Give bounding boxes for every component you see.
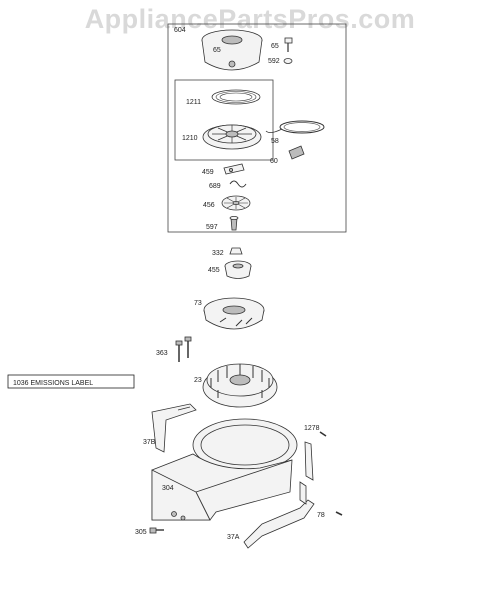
rewind-spring[interactable]	[211, 89, 261, 105]
callout-363: 363	[156, 350, 168, 357]
housing-bolt[interactable]	[149, 527, 164, 534]
callout-58: 58	[271, 138, 279, 145]
callout-604: 604	[174, 27, 186, 34]
callout-65-housing: 65	[213, 47, 221, 54]
callout-37b: 37B	[143, 439, 156, 446]
callout-456: 456	[203, 202, 215, 209]
emissions-label-text: 1036 EMISSIONS LABEL	[13, 380, 93, 387]
callout-1278: 1278	[304, 425, 320, 432]
callout-65-screw: 65	[271, 43, 279, 50]
callout-592: 592	[268, 58, 280, 65]
washer[interactable]	[283, 58, 293, 64]
baffle-37b[interactable]	[151, 403, 197, 453]
callout-332: 332	[212, 250, 224, 257]
callout-60: 60	[270, 158, 278, 165]
pawl-spring[interactable]	[229, 180, 247, 188]
callout-37a: 37A	[227, 534, 240, 541]
callout-597: 597	[206, 224, 218, 231]
retainer[interactable]	[221, 195, 251, 211]
emissions-label[interactable]: 1036 EMISSIONS LABEL	[7, 374, 135, 389]
flywheel[interactable]	[202, 363, 278, 408]
baffle-37a[interactable]	[243, 481, 315, 549]
armature-screws[interactable]	[175, 336, 192, 362]
callout-305: 305	[135, 529, 147, 536]
fan-retainer[interactable]	[203, 297, 265, 330]
callout-304: 304	[162, 485, 174, 492]
starter-clutch[interactable]	[224, 260, 252, 279]
callout-78: 78	[317, 512, 325, 519]
retainer-screw[interactable]	[229, 215, 239, 231]
callout-1210: 1210	[182, 135, 198, 142]
starter-handle[interactable]	[288, 145, 305, 160]
housing-screw[interactable]	[319, 431, 327, 437]
flywheel-nut[interactable]	[229, 247, 243, 255]
callout-455: 455	[208, 267, 220, 274]
starter-rope[interactable]	[265, 120, 325, 134]
callout-459: 459	[202, 169, 214, 176]
callout-73: 73	[194, 300, 202, 307]
callout-23: 23	[194, 377, 202, 384]
blower-housing[interactable]	[151, 418, 298, 521]
baffle-screw[interactable]	[335, 511, 343, 516]
starter-housing[interactable]	[201, 29, 263, 71]
callout-689: 689	[209, 183, 221, 190]
callout-1211: 1211	[186, 99, 201, 106]
air-guide[interactable]	[304, 441, 314, 481]
pulley-subgroup-box	[174, 79, 274, 161]
screw[interactable]	[284, 37, 293, 52]
starter-group-box	[167, 23, 347, 233]
pulley[interactable]	[202, 124, 262, 150]
watermark: AppliancePartsPros.com	[84, 4, 416, 34]
pawl[interactable]	[223, 163, 245, 175]
